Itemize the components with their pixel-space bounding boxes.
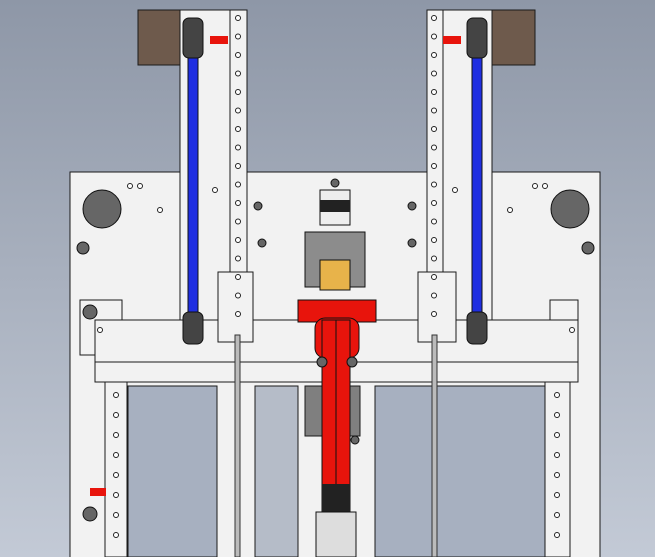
left-motor — [137, 9, 181, 66]
screw — [431, 181, 437, 188]
screw — [542, 183, 548, 189]
screw — [554, 432, 560, 438]
right-limit-switch — [443, 36, 461, 44]
screw — [554, 392, 560, 398]
screw — [235, 33, 241, 40]
screw — [235, 70, 241, 77]
left-limit-switch — [210, 36, 228, 44]
screw — [431, 144, 437, 151]
screw — [569, 327, 575, 333]
center-gear — [319, 259, 351, 291]
right-belt — [471, 19, 483, 336]
right-carriage — [417, 271, 457, 343]
left-rod — [234, 334, 241, 557]
screw — [554, 492, 560, 498]
hole — [346, 356, 358, 368]
screw — [235, 292, 241, 299]
hole — [407, 238, 417, 248]
screw — [431, 15, 437, 21]
screw — [554, 472, 560, 478]
screw — [431, 218, 437, 225]
screw — [431, 255, 437, 262]
hole — [253, 201, 263, 211]
screw — [431, 237, 437, 243]
left-opening — [127, 385, 218, 557]
right-pulley-bottom — [466, 311, 488, 345]
hole — [82, 304, 98, 320]
screw — [554, 512, 560, 518]
screw — [113, 392, 119, 398]
screw — [137, 183, 143, 189]
screw — [554, 532, 560, 538]
screw — [431, 274, 437, 280]
screw — [235, 144, 241, 151]
gripper — [322, 484, 350, 514]
screw — [113, 492, 119, 498]
hole — [76, 241, 90, 255]
right-opening — [374, 385, 546, 557]
left-large-hole — [82, 189, 122, 229]
screw — [113, 452, 119, 458]
right-rod — [431, 334, 438, 557]
hole — [330, 178, 340, 188]
lower-limit-switch — [90, 488, 106, 496]
screw — [235, 52, 241, 58]
right-rail — [544, 381, 571, 557]
screw — [431, 89, 437, 95]
left-rail — [104, 381, 128, 557]
screw — [431, 107, 437, 114]
screw — [113, 412, 119, 418]
right-large-hole — [550, 189, 590, 229]
center-left-opening — [254, 385, 299, 557]
screw — [235, 181, 241, 188]
screw — [235, 15, 241, 21]
screw — [235, 274, 241, 280]
center-coupling — [320, 200, 350, 212]
hole — [316, 356, 328, 368]
screw — [532, 183, 538, 189]
screw — [157, 207, 163, 213]
screw — [235, 311, 241, 317]
hole — [407, 201, 417, 211]
right-motor — [491, 9, 536, 66]
screw — [235, 218, 241, 225]
screw — [431, 200, 437, 206]
left-pulley-bottom — [182, 311, 204, 345]
gripper-jaw — [315, 511, 357, 557]
screw — [235, 107, 241, 114]
screw — [431, 311, 437, 317]
left-carriage — [217, 271, 254, 343]
screw — [235, 163, 241, 169]
screw — [431, 126, 437, 132]
screw — [431, 163, 437, 169]
screw — [431, 70, 437, 77]
screw — [97, 327, 103, 333]
left-belt — [187, 19, 199, 336]
screw — [235, 237, 241, 243]
screw — [235, 255, 241, 262]
screw — [235, 200, 241, 206]
screw — [113, 532, 119, 538]
screw — [212, 187, 218, 193]
hole — [257, 238, 267, 248]
screw — [554, 452, 560, 458]
screw — [507, 207, 513, 213]
hole — [82, 506, 98, 522]
left-pulley-top — [182, 17, 204, 59]
screw — [431, 52, 437, 58]
screw — [431, 33, 437, 40]
screw — [113, 512, 119, 518]
screw — [235, 126, 241, 132]
screw — [431, 292, 437, 299]
hole — [350, 435, 360, 445]
screw — [127, 183, 133, 189]
screw — [113, 432, 119, 438]
screw — [452, 187, 458, 193]
hole — [581, 241, 595, 255]
screw — [113, 472, 119, 478]
right-pulley-top — [466, 17, 488, 59]
screw — [554, 412, 560, 418]
screw — [235, 89, 241, 95]
